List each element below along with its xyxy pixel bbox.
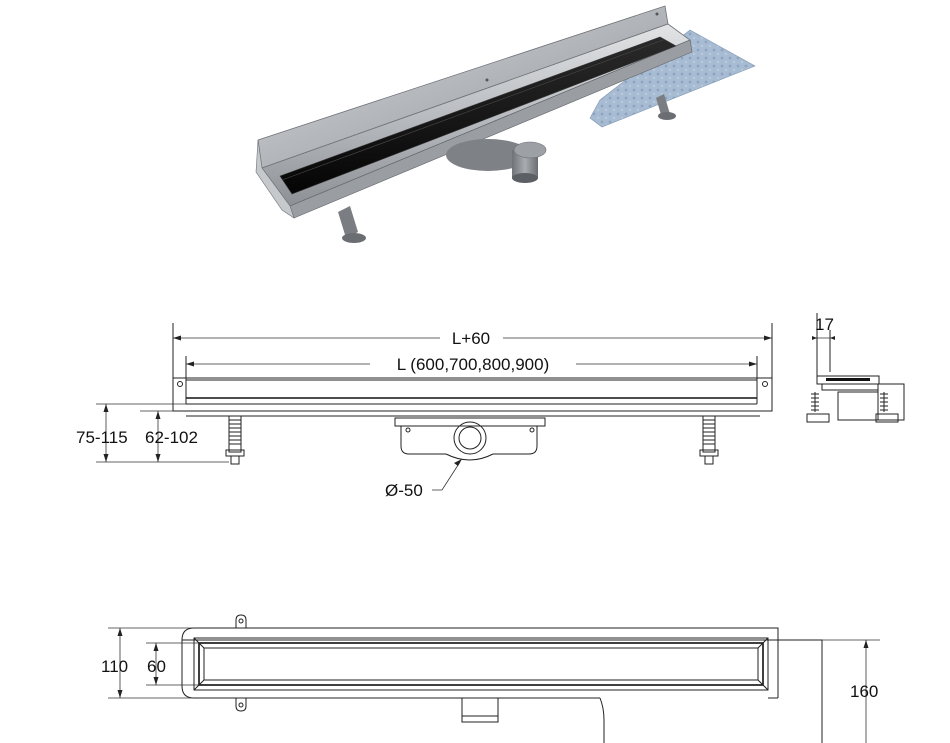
product-render (255, 5, 756, 243)
glass-insert-plan (193, 637, 769, 691)
dimension-length-options: L (600,700,800,900) (397, 355, 550, 374)
dimension-flange: 17 (815, 315, 834, 334)
outlet-stub-plan (461, 697, 499, 723)
front-elevation-view: L+60 L (600,700,800,900) (76, 323, 773, 500)
mounting-lug-bottom (235, 698, 247, 712)
adjustable-foot-right (656, 94, 676, 120)
dimension-height-outer: 75-115 (76, 428, 128, 447)
dimension-outlet-diameter: Ø-50 (385, 481, 423, 500)
dimension-width-outer: 110 (101, 657, 128, 676)
syphon-body (446, 139, 530, 171)
dimension-membrane-width: 160 (850, 682, 878, 701)
dimension-width-inner: 60 (147, 657, 166, 676)
adjustable-foot-left (338, 206, 366, 243)
side-section-view: 17 (806, 313, 905, 423)
syphon-elevation (394, 417, 546, 461)
dimension-height-inner: 62-102 (145, 428, 198, 447)
channel-outline (172, 377, 773, 412)
foot-right-elevation (699, 415, 719, 465)
plan-view: 110 60 160 (101, 614, 880, 743)
dimension-overall-length: L+60 (452, 329, 490, 348)
mounting-lug-top (235, 614, 247, 628)
glass-cover (279, 36, 677, 195)
foot-left-elevation (225, 415, 245, 465)
